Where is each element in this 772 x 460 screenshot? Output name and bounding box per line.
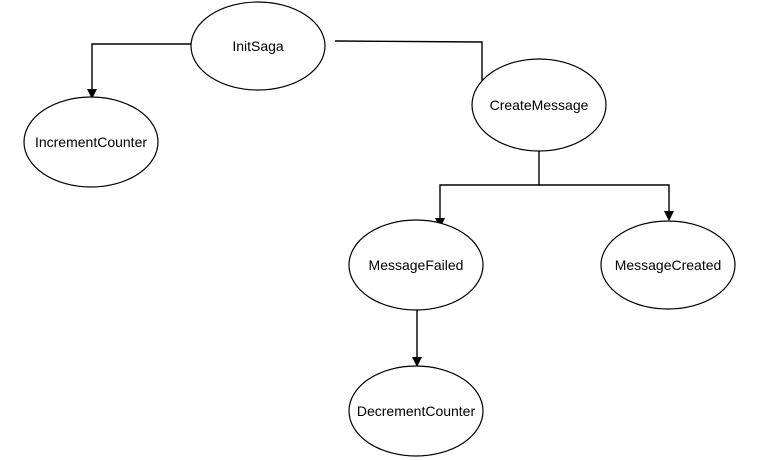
arrowhead: [664, 211, 674, 221]
node-messagecreated: MessageCreated: [600, 220, 736, 310]
edge-initsaga-createmessage: [334, 40, 483, 82]
edge-messagefailed-decrementcounter: [412, 310, 422, 367]
node-decrementcounter: DecrementCounter: [348, 365, 484, 457]
node-label: IncrementCounter: [35, 134, 147, 150]
edges: [87, 40, 674, 367]
node-messagefailed: MessageFailed: [348, 219, 484, 311]
edge-createmessage-messagecreated: [539, 184, 674, 221]
edge-initsaga-incrementcounter: [87, 43, 191, 99]
node-createmessage: CreateMessage: [471, 58, 607, 152]
node-label: CreateMessage: [490, 97, 589, 113]
node-initsaga: InitSaga: [190, 1, 326, 91]
edge-createmessage-messagefailed: [435, 151, 540, 228]
node-label: DecrementCounter: [357, 403, 476, 419]
node-label: MessageCreated: [615, 257, 722, 273]
arrowhead: [87, 89, 97, 99]
node-label: MessageFailed: [369, 257, 464, 273]
node-label: InitSaga: [232, 38, 284, 54]
nodes: InitSaga IncrementCounter CreateMessage …: [23, 1, 736, 457]
arrowhead: [412, 357, 422, 367]
node-incrementcounter: IncrementCounter: [23, 96, 159, 188]
